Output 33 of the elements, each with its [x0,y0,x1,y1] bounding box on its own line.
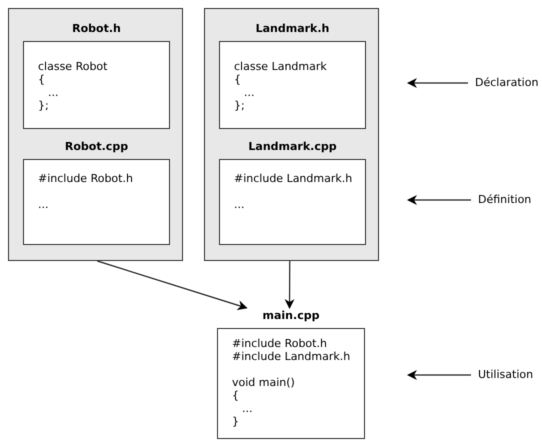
code-line: ... [234,198,244,211]
file-name: Landmark.cpp [248,139,337,155]
section-label: Déclaration [468,75,542,91]
code-line: }; [38,99,49,112]
file-name: Robot.cpp [64,139,128,155]
code-line: }; [234,99,245,112]
code-line: ... [244,86,254,99]
code-line: { [234,73,241,86]
file-group-panel [204,8,379,261]
arrow [407,195,471,205]
code-line: #include Landmark.h [232,350,350,363]
code-line: ... [48,86,58,99]
arrow [407,370,471,380]
code-line: { [38,73,45,86]
code-line: #include Robot.h [38,172,133,185]
file-name: main.cpp [262,308,320,324]
code-line: void main() [232,376,295,389]
arrow [284,261,295,309]
section-label: Utilisation [471,367,541,383]
code-line: #include Landmark.h [234,172,352,185]
file-name: Landmark.h [256,21,330,37]
code-line: classe Landmark [234,60,327,73]
section-label: Définition [471,192,539,208]
file-group-panel [8,8,183,261]
code-line: classe Robot [38,60,108,73]
code-line: { [232,389,239,402]
file-name: Robot.h [72,21,121,37]
code-line: ... [38,198,48,211]
code-line: ... [242,402,252,415]
arrow [97,260,248,310]
code-line: #include Robot.h [232,337,327,350]
code-line: } [232,415,239,428]
arrow [407,78,468,88]
